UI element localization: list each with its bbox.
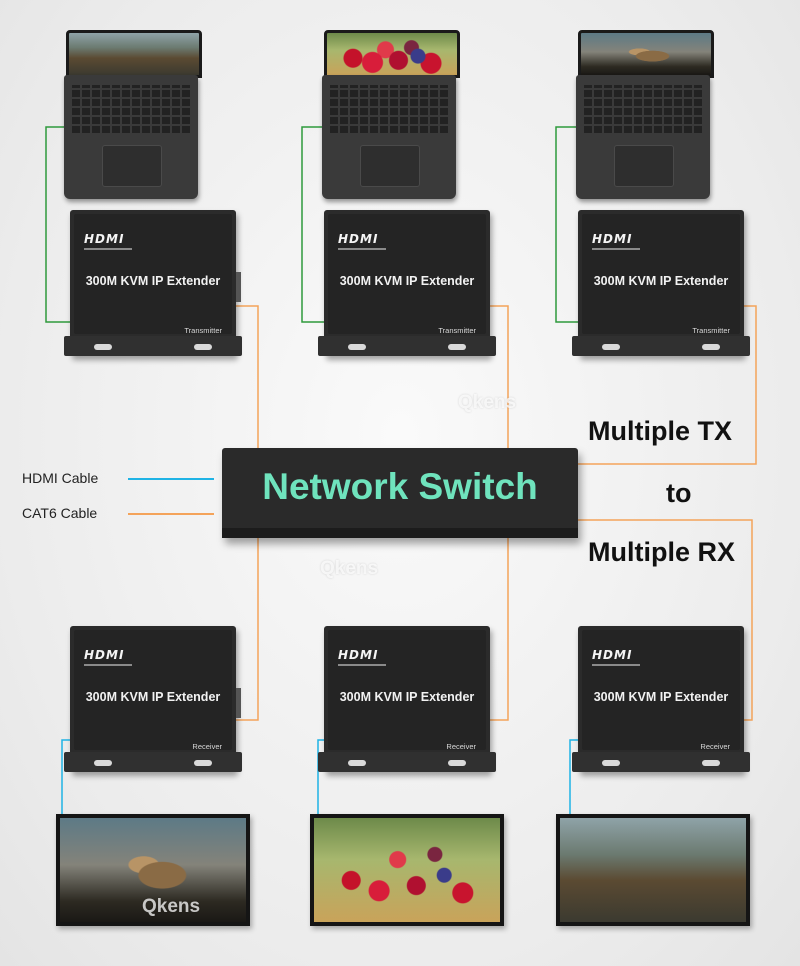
extender-model: 300M KVM IP Extender [339,690,475,704]
hdmi-logo: HDMI [592,232,633,246]
tagline-line-3: Multiple RX [588,537,735,567]
cat6-cable-rx1 [236,538,259,721]
receiver-3: HDMI 300M KVM IP Extender Receiver [572,626,750,772]
cat6-cable-tx3 [578,305,757,465]
extender-model: 300M KVM IP Extender [339,274,475,288]
extender-role: Receiver [700,742,730,751]
extender-model: 300M KVM IP Extender [85,690,221,704]
extender-model: 300M KVM IP Extender [593,274,729,288]
hdmi-logo: HDMI [338,648,379,662]
hdmi-logo: HDMI [338,232,379,246]
tagline-line-2: to [666,478,692,508]
cat6-cable-tx2 [490,305,509,448]
extender-role: Receiver [192,742,222,751]
receiver-1: HDMI 300M KVM IP Extender Receiver [64,626,242,772]
receiver-2: HDMI 300M KVM IP Extender Receiver [318,626,496,772]
laptop-keyboard [64,75,198,199]
hdmi-logo: HDMI [84,648,125,662]
extender-role: Transmitter [184,326,222,335]
hdmi-cable-3 [569,739,578,814]
hdmi-logo: HDMI [84,232,125,246]
watermark: Qkens [320,558,379,579]
watermark: Qkens [142,896,201,917]
transmitter-1: HDMI 300M KVM IP Extender Transmitter [64,210,242,356]
laptop-screen [578,30,714,78]
tagline-line-1: Multiple TX [588,416,732,446]
legend-hdmi-label: HDMI Cable [22,470,99,486]
extender-role: Transmitter [438,326,476,335]
transmitter-2: HDMI 300M KVM IP Extender Transmitter [318,210,496,356]
laptop-screen [66,30,202,78]
cat6-cable-rx2 [488,538,509,721]
cat6-cable-tx1 [236,305,259,448]
monitor-3 [556,814,750,926]
extender-role: Transmitter [692,326,730,335]
usb-cable-1 [45,126,70,323]
monitor-1 [56,814,250,926]
laptop-screen [324,30,460,78]
usb-cable-3 [555,126,578,323]
usb-cable-2 [301,126,324,323]
cat6-cable-rx3 [578,519,753,721]
extender-model: 300M KVM IP Extender [593,690,729,704]
network-switch: Network Switch [222,448,578,538]
extender-model: 300M KVM IP Extender [85,274,221,288]
monitor-2 [310,814,504,926]
hdmi-logo: HDMI [592,648,633,662]
watermark: Qkens [458,392,517,413]
extender-role: Receiver [446,742,476,751]
hdmi-cable-2 [317,739,324,814]
network-switch-label: Network Switch [262,466,538,507]
laptop-keyboard [322,75,456,199]
hdmi-cable-1 [61,739,70,814]
transmitter-3: HDMI 300M KVM IP Extender Transmitter [572,210,750,356]
laptop-keyboard [576,75,710,199]
legend-cat6-label: CAT6 Cable [22,505,98,521]
